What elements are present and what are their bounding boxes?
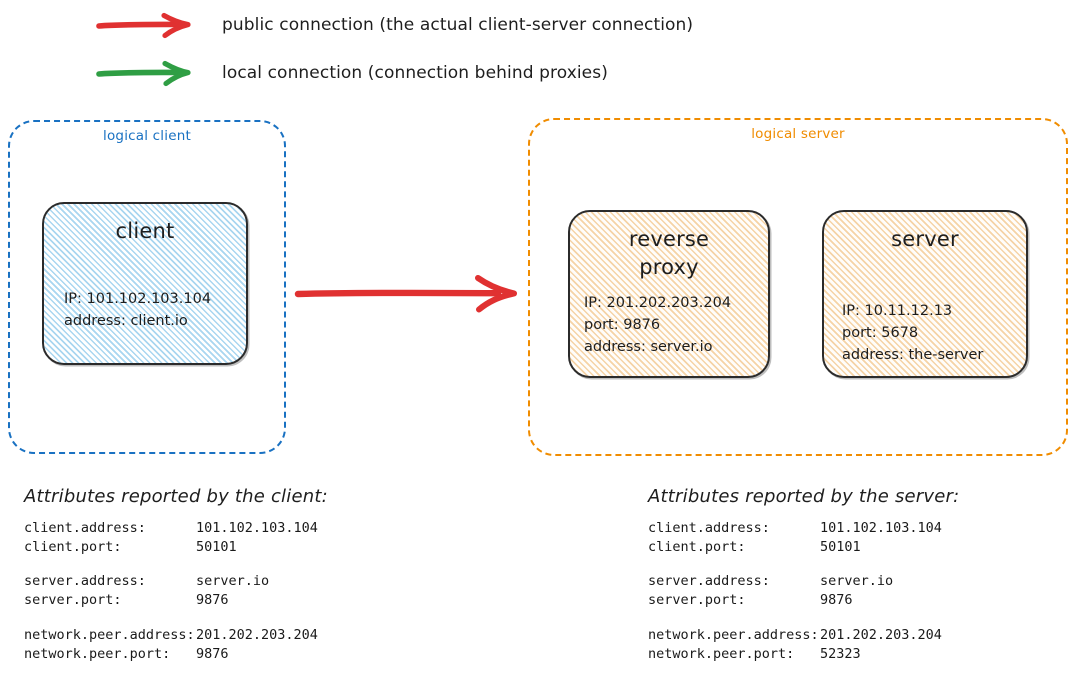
table-row-spacer (648, 557, 942, 572)
attribute-value: 9876 (820, 592, 853, 609)
legend-label-local-connection: local connection (connection behind prox… (222, 63, 608, 83)
attribute-key: client.port: (648, 539, 746, 556)
attributes-client-block: Attributes reported by the client: clien… (24, 486, 328, 664)
attribute-key: server.port: (648, 592, 746, 609)
node-client-details: IP: 101.102.103.104 address: client.io (64, 291, 212, 330)
attribute-value: 201.202.203.204 (196, 626, 318, 643)
red-arrow-icon (96, 12, 191, 39)
node-server-title: server (891, 227, 959, 251)
attribute-key: client.address: (24, 520, 146, 536)
attribute-key: server.address: (648, 573, 770, 590)
attributes-client-heading: Attributes reported by the client: (24, 486, 328, 507)
attribute-key: network.peer.port: (648, 645, 795, 662)
node-reverse-proxy-details: IP: 201.202.203.204 port: 9876 address: … (584, 295, 732, 356)
table-row: network.peer.address:201.202.203.204 (24, 626, 318, 645)
legend-label-public-connection: public connection (the actual client-ser… (222, 15, 694, 35)
table-row-spacer (648, 611, 942, 626)
attribute-key: network.peer.port: (24, 645, 171, 662)
table-row: client.address: 101.102.103.104 (24, 519, 318, 538)
legend-item-public-connection: public connection (the actual client-ser… (96, 10, 693, 40)
attribute-value: server.io (196, 573, 270, 590)
attribute-value: 101.102.103.104 (820, 520, 942, 536)
table-row: client.port: 50101 (648, 538, 942, 557)
attribute-value: 101.102.103.104 (196, 520, 318, 536)
attribute-value: server.io (820, 573, 894, 590)
attribute-value: 9876 (196, 592, 229, 609)
table-row: server.port: 9876 (24, 591, 318, 610)
table-row-spacer (24, 611, 318, 626)
table-row: server.port: 9876 (648, 591, 942, 610)
attribute-value: 9876 (196, 645, 229, 662)
table-row: network.peer.address:201.202.203.204 (648, 626, 942, 645)
table-row: server.address: server.io (24, 572, 318, 591)
table-row: network.peer.port: 52323 (648, 645, 942, 664)
group-label-logical-client: logical client (103, 128, 191, 144)
node-server[interactable]: server IP: 10.11.12.13 port: 5678 addres… (822, 210, 1028, 378)
node-server-details: IP: 10.11.12.13 port: 5678 address: the-… (842, 303, 984, 364)
attribute-key: client.address: (648, 520, 770, 536)
green-arrow-icon (96, 60, 191, 87)
attribute-value: 201.202.203.204 (820, 626, 942, 643)
attributes-server-heading: Attributes reported by the server: (648, 486, 960, 507)
attribute-value: 52323 (820, 645, 861, 662)
node-client[interactable]: client IP: 101.102.103.104 address: clie… (42, 202, 248, 365)
group-label-logical-server: logical server (751, 126, 845, 142)
table-row: client.port: 50101 (24, 538, 318, 557)
group-logical-client: logical client (8, 120, 286, 454)
attribute-value: 50101 (196, 539, 237, 556)
node-reverse-proxy-title: reverse proxy (628, 227, 710, 279)
table-row: server.address: server.io (648, 572, 942, 591)
attributes-server-table: client.address: 101.102.103.104 client.por… (648, 519, 942, 664)
public-connection-arrow-icon (294, 275, 517, 313)
attribute-key: server.address: (24, 573, 146, 590)
attribute-value: 50101 (820, 539, 861, 556)
node-client-title: client (115, 219, 175, 243)
attribute-key: network.peer.address: (648, 626, 819, 643)
attribute-key: server.port: (24, 592, 122, 609)
node-reverse-proxy[interactable]: reverse proxy IP: 201.202.203.204 port: … (568, 210, 770, 378)
attributes-client-table: client.address: 101.102.103.104 client.por… (24, 519, 318, 664)
attribute-key: network.peer.address: (24, 626, 195, 643)
table-row-spacer (24, 557, 318, 572)
table-row: client.address: 101.102.103.104 (648, 519, 942, 538)
table-row: network.peer.port: 9876 (24, 645, 318, 664)
attributes-server-block: Attributes reported by the server: clien… (648, 486, 959, 664)
group-logical-server: logical server (528, 118, 1068, 456)
attribute-key: client.port: (24, 539, 122, 556)
legend-item-local-connection: local connection (connection behind prox… (96, 58, 608, 88)
